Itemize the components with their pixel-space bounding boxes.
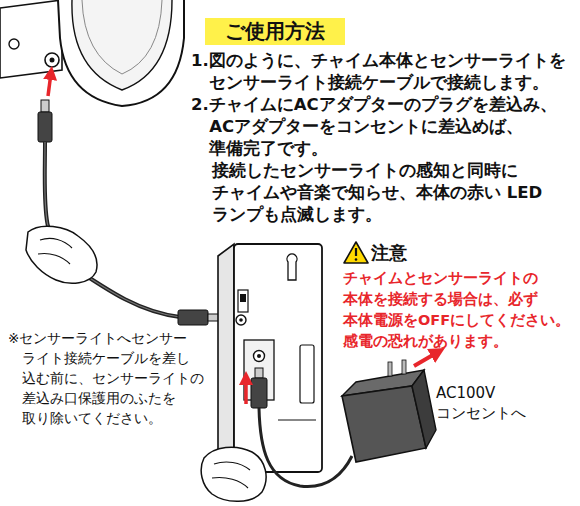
finger-lines [38, 238, 72, 264]
hand [201, 447, 266, 501]
chime-side [218, 244, 234, 482]
insert-arrow [48, 73, 51, 96]
dome-shade [82, 0, 162, 74]
instruction-step: 1.図のように、チャイム本体とセンサーライトを センサーライト接続ケーブルで接続… [191, 50, 576, 94]
screw-hole [9, 39, 19, 49]
power-jack [254, 351, 265, 362]
switch [238, 290, 248, 312]
outlet-label: AC100V コンセントへ [436, 383, 556, 423]
mount-bracket [0, 0, 62, 78]
sensor-dome [72, 0, 172, 90]
plug-prong [388, 362, 392, 376]
hand [26, 226, 97, 283]
section-title: ご使用方法 [225, 18, 325, 45]
jack-pin [257, 354, 261, 358]
socket-pin [50, 58, 55, 63]
switch-knob [240, 294, 246, 302]
plug-body [178, 310, 208, 325]
jack-pin [239, 318, 243, 322]
caution-heading: 注意 [371, 241, 451, 265]
ac-adapter [342, 386, 426, 462]
outlet-arrow [414, 352, 438, 366]
instruction-step: 2.チャイムにACアダプターのプラグを差込み、 ACアダプターをコンセントに差込… [191, 94, 576, 160]
keyhole [287, 254, 297, 280]
plug-prong [402, 360, 406, 374]
plug-body [38, 112, 52, 142]
plug-tip [41, 100, 49, 112]
body-seam [278, 420, 316, 421]
warning-mark [355, 248, 357, 256]
note-text: ※センサーライトへセンサー ライト接続ケーブルを差し 込む前に、センサーライトの… [8, 328, 208, 428]
sensor-socket [45, 53, 59, 67]
adapter-side [412, 370, 436, 448]
plug-body [251, 378, 267, 408]
finger-lines [212, 462, 250, 488]
battery-cover [300, 345, 314, 403]
sensor-jack [236, 315, 246, 325]
warning-dot [355, 258, 358, 261]
sensor-light-housing [58, 0, 184, 106]
adapter-cable [259, 408, 352, 487]
insert-arrow [244, 378, 248, 404]
plug-tip [255, 368, 263, 378]
warning-icon [344, 242, 368, 263]
instruction-text: 接続したセンサーライトの感知と同時に チャイムや音楽で知らせ、本体の赤い LED… [212, 160, 557, 226]
title-highlight [205, 18, 345, 45]
chime-body [234, 244, 322, 472]
caution-text: チャイムとセンサーライトの 本体を接続する場合は、必ず 本体電源をOFFにしてく… [343, 268, 575, 352]
